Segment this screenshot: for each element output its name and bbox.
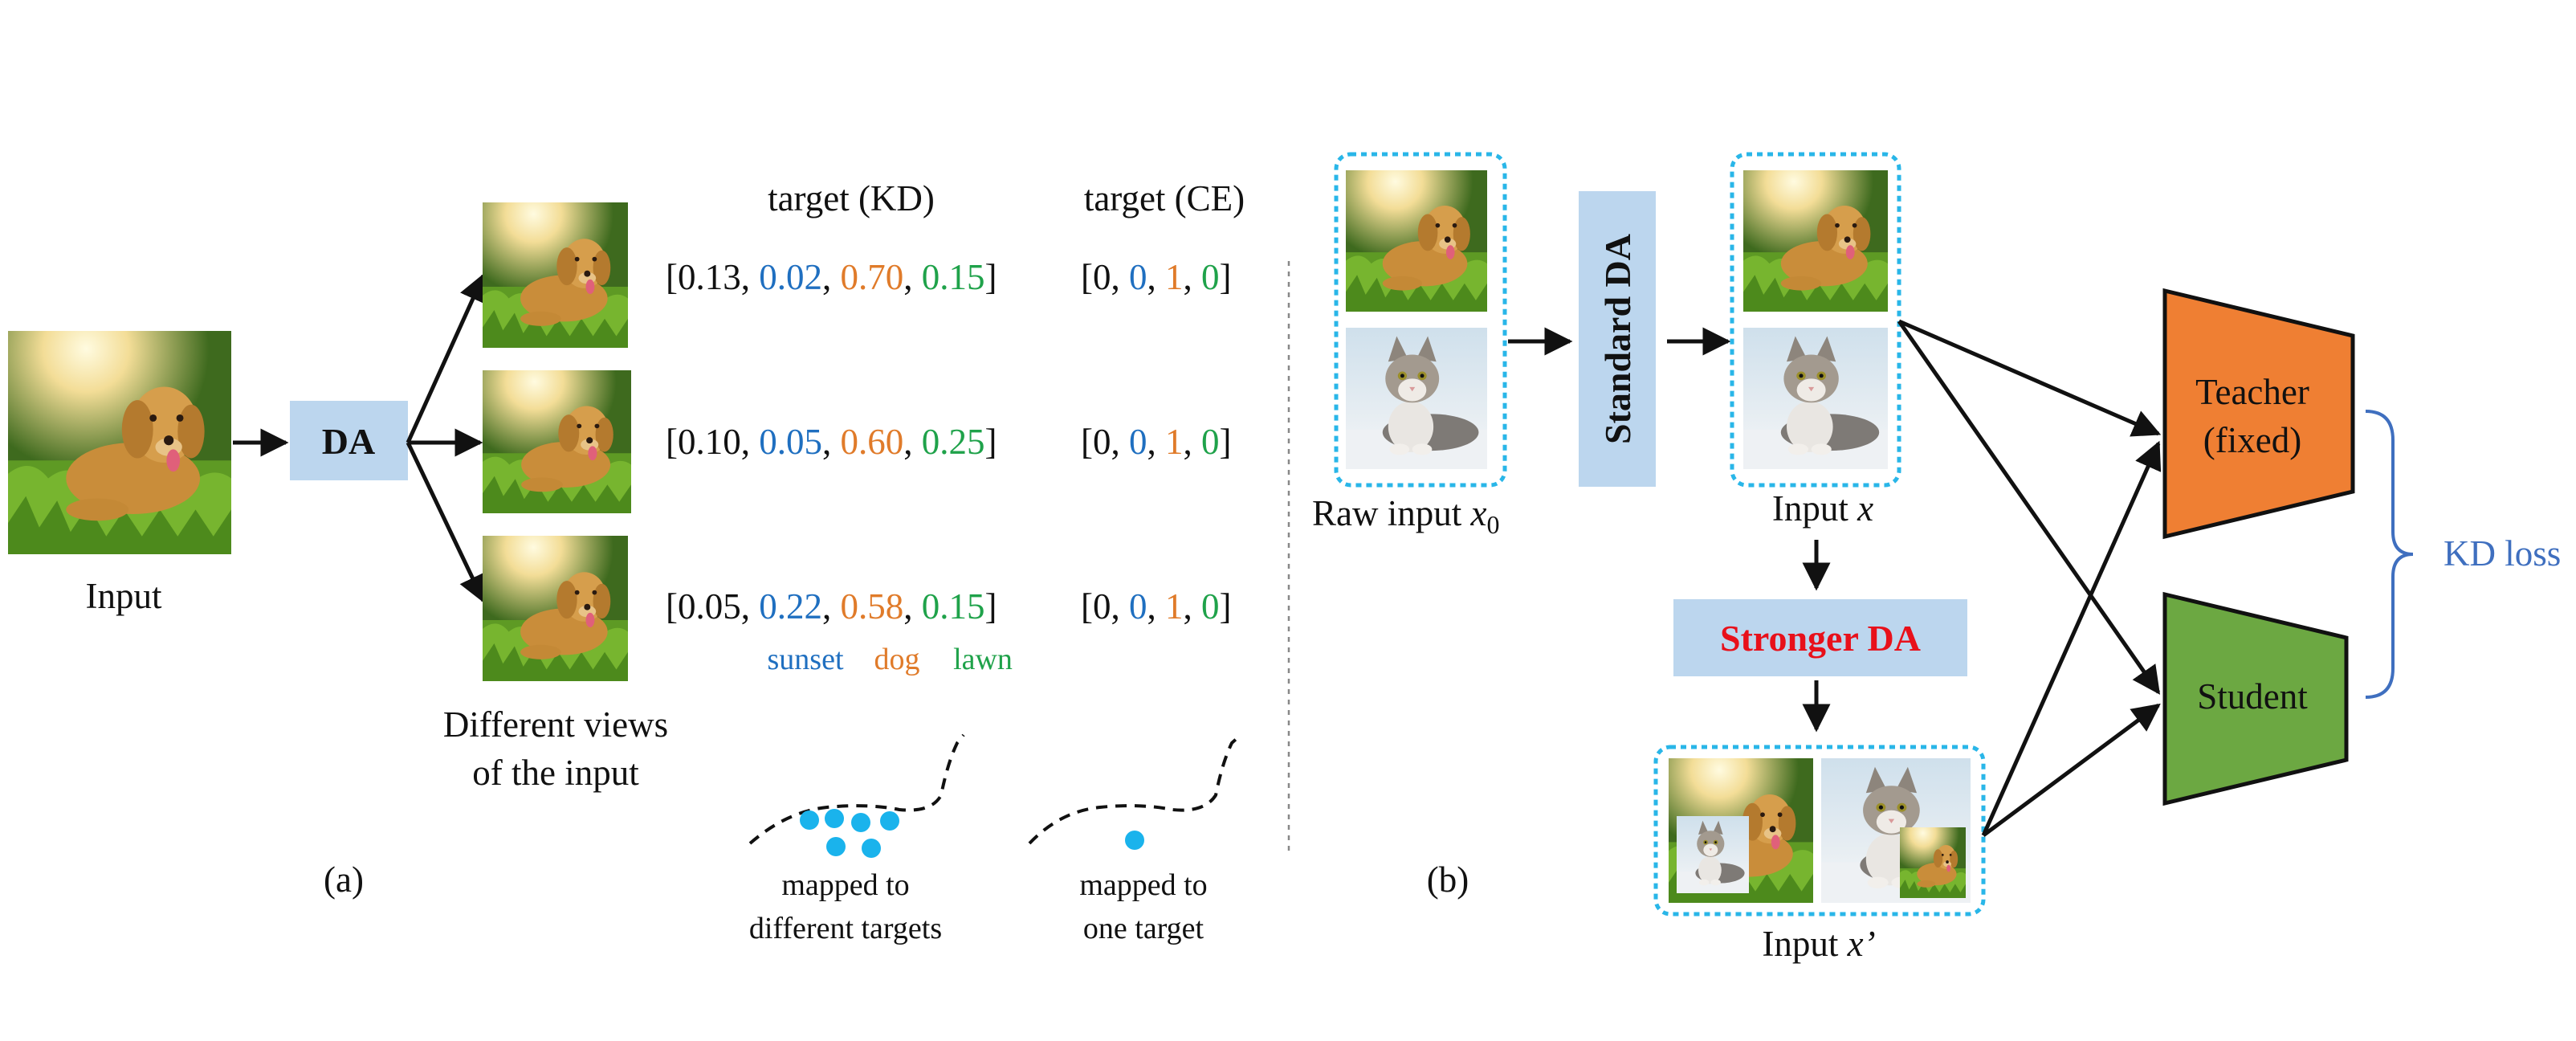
caption-kd-line2: different targets [749, 912, 942, 945]
da-label: DA [322, 421, 375, 462]
input-x-prime-label: Input x’ [1762, 924, 1875, 964]
teacher-label-line2: (fixed) [2203, 420, 2301, 460]
kd-loss-brace [2365, 410, 2414, 699]
caption-ce-line2: one target [1083, 912, 1204, 945]
panel-a: Input DA Different views of the input ta… [8, 178, 1245, 945]
teacher-label-line1: Teacher [2195, 372, 2309, 412]
stronger-da-label: Stronger DA [1720, 618, 1921, 659]
target-kd-header: target (KD) [768, 178, 935, 218]
class-label-lawn: lawn [953, 643, 1013, 676]
kd-vector-row-2: [0.10, 0.05, 0.60, 0.25] [666, 422, 997, 462]
student-label: Student [2197, 676, 2308, 716]
standard-da-label: Standard DA [1597, 234, 1638, 444]
kd-dots-cluster [800, 809, 899, 858]
kd-3-dog: 0.58 [841, 586, 904, 627]
ce-2-lawn: 0 [1201, 422, 1220, 462]
kd-2-sunset: 0.05 [759, 422, 822, 462]
view-3-image [483, 536, 628, 681]
raw-input-dog-image [1346, 170, 1487, 312]
ce-vector-row-1: [0, 0, 1, 0] [1081, 257, 1232, 297]
raw-input-label: Raw input x0 [1312, 493, 1499, 539]
arrow-da-to-view1 [406, 272, 486, 444]
ce-vector-row-3: [0, 0, 1, 0] [1081, 586, 1232, 627]
ce-1-dog: 1 [1165, 257, 1184, 297]
ce-3-sunset: 0 [1129, 586, 1147, 627]
ce-3-lawn: 0 [1201, 586, 1220, 627]
panel-a-tag: (a) [324, 859, 364, 900]
raw-input-cat-image [1346, 328, 1487, 469]
ce-2-dog: 1 [1165, 422, 1184, 462]
kd-2-dog: 0.60 [841, 422, 904, 462]
ce-1-lawn: 0 [1201, 257, 1220, 297]
arrow-input-x-prime-to-student [1982, 703, 2161, 838]
ce-3-a: 0 [1093, 586, 1111, 627]
kd-3-lawn: 0.15 [922, 586, 985, 627]
da-box [290, 401, 408, 480]
target-ce-header: target (CE) [1084, 178, 1245, 218]
ce-3-dog: 1 [1165, 586, 1184, 627]
kd-1-sunset: 0.02 [759, 257, 822, 297]
kd-vector-row-1: [0.13, 0.02, 0.70, 0.15] [666, 257, 997, 297]
view-1-image [483, 202, 628, 348]
teacher-model [2162, 288, 2355, 540]
input-x-prime-mixed-cat-image [1821, 758, 1971, 903]
standard-da-box [1579, 191, 1656, 487]
input-x-frame [1730, 152, 1901, 488]
input-dog-image [8, 331, 231, 554]
arrow-input-x-prime-to-teacher [1981, 440, 2162, 837]
kd-2-lawn: 0.25 [922, 422, 985, 462]
ce-2-sunset: 0 [1129, 422, 1147, 462]
svg-text:[0.10, 0.05, 0.60, 0.25]: [0.10, 0.05, 0.60, 0.25] [666, 422, 997, 462]
ce-1-a: 0 [1093, 257, 1111, 297]
raw-input-frame [1334, 152, 1507, 488]
panel-b-tag: (b) [1427, 859, 1469, 900]
caption-kd-line1: mapped to [781, 868, 909, 902]
class-label-dog: dog [874, 643, 920, 676]
kd-1-dog: 0.70 [841, 257, 904, 297]
svg-text:[0, 0, 1, 0]: [0, 0, 1, 0] [1081, 422, 1232, 462]
view-2-image [483, 370, 631, 513]
manifold-ce-curve [1028, 733, 1242, 845]
svg-text:[0, 0, 1, 0]: [0, 0, 1, 0] [1081, 257, 1232, 297]
views-label-line1: Different views [443, 704, 668, 745]
input-label: Input [86, 576, 162, 616]
kd-3-first: 0.05 [678, 586, 741, 627]
kd-1-lawn: 0.15 [922, 257, 985, 297]
svg-text:[0.05, 0.22, 0.58, 0.15]: [0.05, 0.22, 0.58, 0.15] [666, 586, 997, 627]
panel-b: Raw input x0 Standard DA Input x Stronge… [1312, 152, 2561, 964]
input-x-prime-mixed-dog-image [1669, 758, 1813, 903]
kd-2-first: 0.10 [678, 422, 741, 462]
arrow-input-x-to-student [1897, 320, 2161, 695]
input-x-dog-image [1743, 170, 1888, 312]
arrow-da-to-view3 [406, 441, 486, 604]
ce-single-dot [1125, 831, 1144, 850]
stronger-da-box [1673, 599, 1967, 676]
kd-loss-label: KD loss [2444, 533, 2561, 574]
ce-1-sunset: 0 [1129, 257, 1147, 297]
kd-3-sunset: 0.22 [759, 586, 822, 627]
class-label-sunset: sunset [768, 643, 844, 676]
svg-text:[0, 0, 1, 0]: [0, 0, 1, 0] [1081, 586, 1232, 627]
manifold-kd-curve [748, 733, 965, 845]
caption-ce-line1: mapped to [1079, 868, 1207, 902]
student-model [2162, 591, 2349, 806]
kd-vector-row-3: [0.05, 0.22, 0.58, 0.15] [666, 586, 997, 627]
input-x-label: Input x [1772, 488, 1873, 529]
svg-text:[0.13, 0.02, 0.70, 0.15]: [0.13, 0.02, 0.70, 0.15] [666, 257, 997, 297]
kd-1-sunsetless: 0.13 [678, 257, 741, 297]
ce-vector-row-2: [0, 0, 1, 0] [1081, 422, 1232, 462]
ce-2-a: 0 [1093, 422, 1111, 462]
input-x-cat-image [1743, 328, 1888, 469]
views-label-line2: of the input [472, 753, 639, 793]
arrow-input-x-to-teacher [1898, 319, 2162, 437]
